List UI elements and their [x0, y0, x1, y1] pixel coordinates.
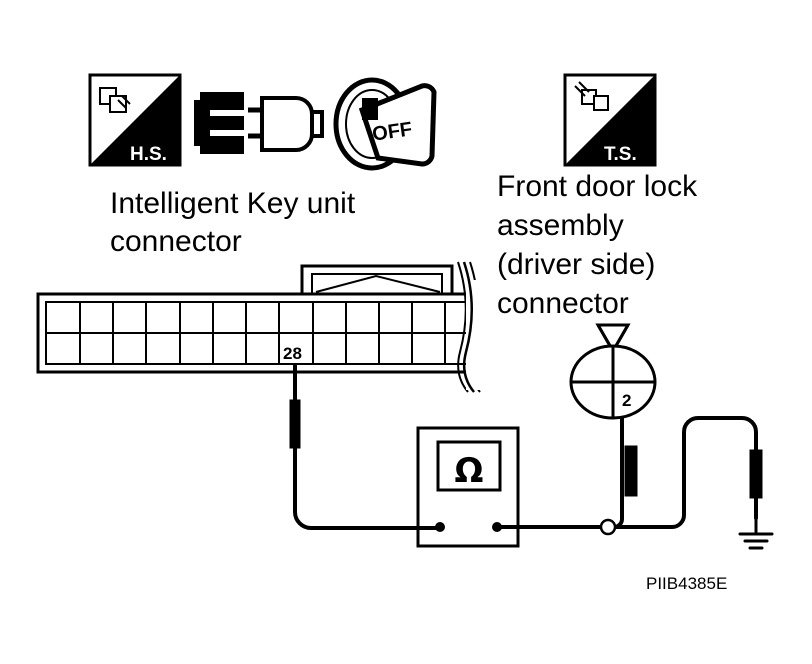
door-lock-label-line-3: (driver side) — [497, 248, 656, 281]
key-unit-label-line-1: Intelligent Key unit — [110, 187, 356, 220]
terminal-side-icon: T.S. — [563, 73, 657, 167]
terminal-side-badge: T.S. — [604, 144, 637, 165]
key-unit-label-line-2: connector — [110, 225, 242, 258]
test-leads — [293, 364, 758, 530]
door-lock-connector — [569, 323, 657, 420]
door-lock-label-line-1: Front door lock — [497, 170, 698, 203]
harness-side-icon: H.S. — [88, 73, 182, 167]
wire-splice — [599, 518, 617, 536]
ohm-symbol: Ω — [455, 451, 484, 491]
key-unit-terminal-number: 28 — [283, 344, 302, 363]
figure-code: PIIB4385E — [646, 574, 728, 593]
probe-tips — [289, 399, 763, 499]
ignition-off-icon: OFF — [333, 77, 437, 171]
ground-icon — [738, 516, 774, 550]
door-lock-label-line-2: assembly — [497, 209, 624, 242]
disconnect-connector-icon — [194, 92, 324, 154]
harness-side-badge: H.S. — [130, 144, 167, 165]
door-lock-label-line-4: connector — [497, 287, 629, 320]
key-connector-cavity-grid — [79, 302, 446, 364]
door-lock-terminal-number: 2 — [622, 391, 631, 410]
key-unit-connector — [36, 261, 486, 393]
